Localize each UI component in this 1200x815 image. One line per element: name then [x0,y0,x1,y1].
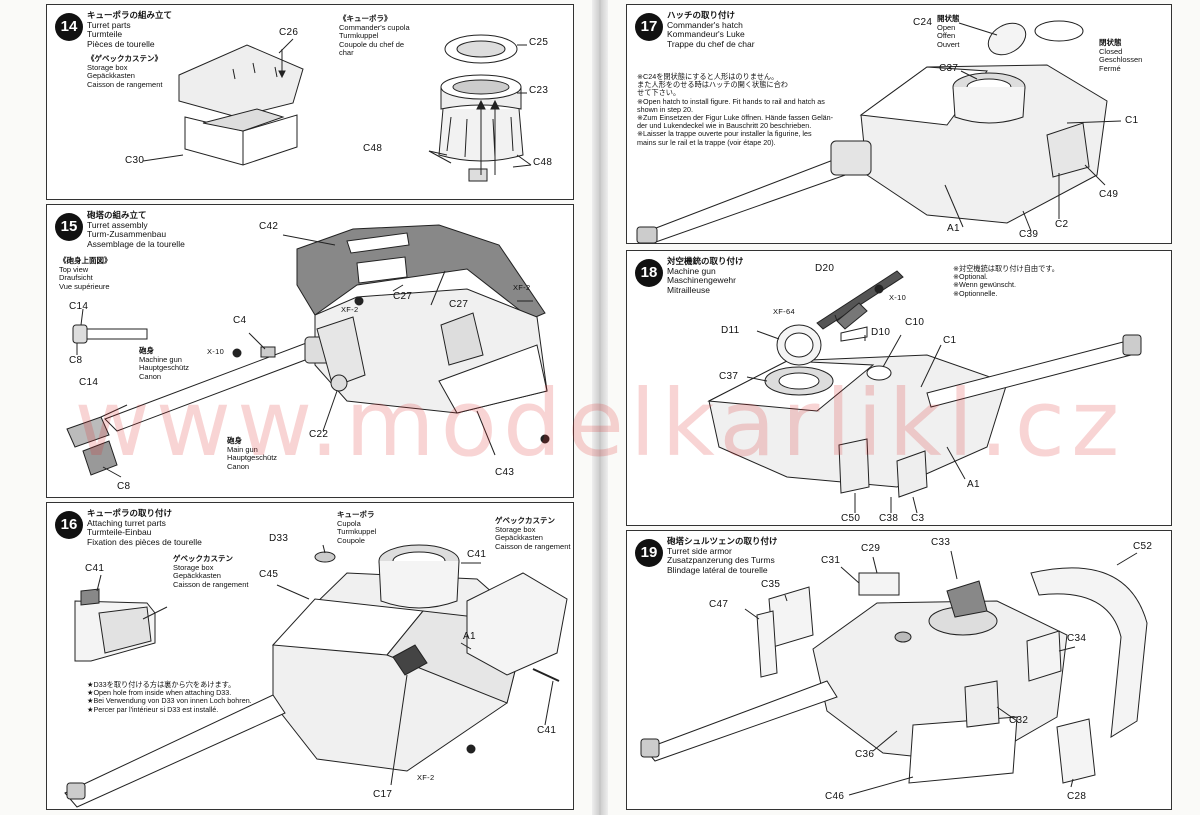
part-label-c42: C42 [259,221,279,232]
part-label-xf2-upper: XF-2 [341,305,359,314]
part-label-c29: C29 [861,543,881,554]
part-label-c36: C36 [855,749,875,760]
step-number: 14 [55,13,83,41]
storage-box-caption: 《ゲベックカステン》 Storage box Gepäckkasten Cais… [87,54,163,89]
part-label-c14-top: C14 [69,301,89,312]
step-title: 砲塔の組み立て Turret assembly Turm-Zusammenbau… [87,210,185,249]
part-label-x10: X-10 [889,293,907,302]
part-label-c32: C32 [1009,715,1029,726]
part-label-d20: D20 [815,263,835,274]
step-title: キューポラの組み立て Turret parts Turmteile Pièces… [87,10,173,49]
page-gutter [592,0,608,815]
step-title: 対空機銃の取り付け Machine gun Maschinengewehr Mi… [667,256,744,295]
part-label-c48-left: C48 [363,143,383,154]
hatch-note: ※C24を閉状態にすると人形はのりません。 また人形をのせる時はハッチの開く状態… [637,72,834,147]
step-18-drawing [627,251,1171,525]
hatch-open-caption: 開状態 Open Offen Ouvert [937,14,960,49]
part-label-c41-bottom: C41 [537,725,557,736]
step-16-panel: 16 キューポラの取り付け Attaching turret parts Tur… [46,502,574,810]
part-label-x10: X-10 [207,347,225,356]
part-label-a1: A1 [947,223,960,234]
step-14-panel: 14 キューポラの組み立て Turret parts Turmteile Piè… [46,4,574,200]
hatch-closed-caption: 閉状態 Closed Geschlossen Fermé [1099,38,1143,73]
machine-gun-caption: 砲身 Machine gun Hauptgeschütz Canon [139,346,190,381]
part-label-c4: C4 [233,315,247,326]
step-title: ハッチの取り付け Commander's hatch Kommandeur's … [667,10,755,49]
main-gun-caption: 砲身 Main gun Hauptgeschütz Canon [227,436,278,471]
step-16-drawing [47,503,573,809]
step-17-panel: 17 ハッチの取り付け Commander's hatch Kommandeur… [626,4,1172,244]
part-label-c28: C28 [1067,791,1087,802]
step-title: 砲塔シュルツェンの取り付け Turret side armor Zusatzpa… [667,536,778,575]
part-label-a1: A1 [463,631,476,642]
part-label-c30: C30 [125,155,145,166]
part-label-c24: C24 [913,17,933,28]
part-label-xf64: XF-64 [773,307,795,316]
part-label-c50: C50 [841,513,861,524]
part-label-xf2-right: XF-2 [513,283,531,292]
part-label-c41-left: C41 [85,563,105,574]
part-label-c26: C26 [279,27,299,38]
part-label-c46: C46 [825,791,845,802]
step-19-panel: 19 砲塔シュルツェンの取り付け Turret side armor Zusat… [626,530,1172,810]
top-view-caption: 《砲身上面図》 Top view Draufsicht Vue supérieu… [59,256,112,291]
part-label-c38: C38 [879,513,899,524]
part-label-d33: D33 [269,533,289,544]
part-label-xf2: XF-2 [417,773,435,782]
step-18-panel: 18 対空機銃の取り付け Machine gun Maschinengewehr… [626,250,1172,526]
step-17-drawing [627,5,1171,243]
part-label-c45: C45 [259,569,279,580]
part-label-c52: C52 [1133,541,1153,552]
part-label-c14-bottom: C14 [79,377,99,388]
storage-box-left-caption: ゲベックカステン Storage box Gepäckkasten Caisso… [173,554,249,589]
part-label-c10: C10 [905,317,925,328]
storage-box-right-caption: ゲベックカステン Storage box Gepäckkasten Caisso… [495,516,571,551]
part-label-c48-right: C48 [533,157,553,168]
part-label-c34: C34 [1067,633,1087,644]
part-label-c35: C35 [761,579,781,590]
part-label-c22: C22 [309,429,329,440]
part-label-c8-top: C8 [69,355,83,366]
part-label-c33: C33 [931,537,951,548]
part-label-c47: C47 [709,599,729,610]
cupola-caption: キューポラ Cupola Turmkuppel Coupole [337,510,377,545]
part-label-a1: A1 [967,479,980,490]
step-number: 18 [635,259,663,287]
step-number: 17 [635,13,663,41]
part-label-c3: C3 [911,513,925,524]
part-label-c2: C2 [1055,219,1069,230]
optional-note: ※対空機銃は取り付け自由です。 ※Optional. ※Wenn gewünsc… [953,264,1059,298]
part-label-c37: C37 [719,371,739,382]
part-label-c37: C37 [939,63,959,74]
part-label-c43: C43 [495,467,515,478]
part-label-c1: C1 [1125,115,1139,126]
part-label-c27-upper: C27 [393,291,413,302]
step-number: 19 [635,539,663,567]
part-label-c25: C25 [529,37,549,48]
part-label-c17: C17 [373,789,393,800]
part-label-c27-lower: C27 [449,299,469,310]
step-15-drawing [47,205,573,497]
cupola-caption: 《キューポラ》 Commander's cupola Turmkuppel Co… [339,14,410,58]
part-label-d10: D10 [871,327,891,338]
part-label-c31: C31 [821,555,841,566]
part-label-c39: C39 [1019,229,1039,240]
step-number: 16 [55,511,83,539]
d33-note: ★D33を取り付ける方は裏から穴をあけます。 ★Open hole from i… [87,680,252,714]
step-title: キューポラの取り付け Attaching turret parts Turmte… [87,508,202,547]
step-15-panel: 15 砲塔の組み立て Turret assembly Turm-Zusammen… [46,204,574,498]
part-label-c1: C1 [943,335,957,346]
part-label-d11: D11 [721,325,740,336]
part-label-c23: C23 [529,85,549,96]
part-label-c41-top: C41 [467,549,487,560]
step-19-drawing [627,531,1171,809]
step-number: 15 [55,213,83,241]
part-label-c8-bottom: C8 [117,481,131,492]
step-14-drawing [47,5,573,199]
part-label-c49: C49 [1099,189,1119,200]
